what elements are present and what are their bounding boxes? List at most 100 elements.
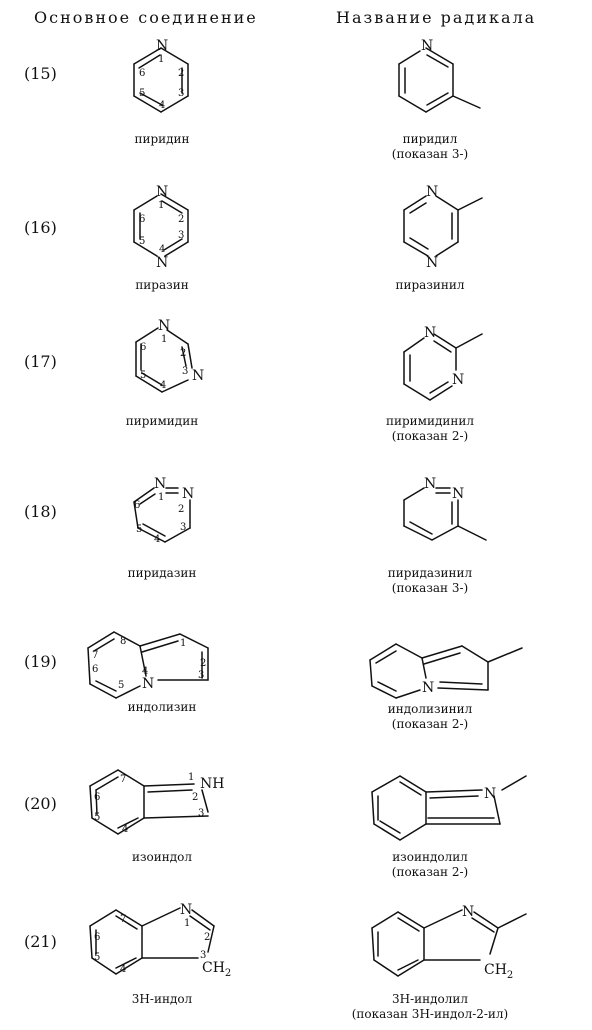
locant-4: 4 [154,534,160,545]
atom-n2: N [452,486,464,502]
locant-4: 4 [160,380,166,391]
locant-3: 3 [198,670,204,681]
atom-n3: N [452,372,464,388]
locant-3: 3 [182,366,188,377]
atom-n1: N [156,184,168,200]
caption-pyridine: пиридин [134,132,190,146]
caption-indolizinyl: индолизинил (показан 2-) [340,702,520,732]
atom-n1: N [426,184,438,200]
structure-pyrimidinyl: N N [403,325,483,401]
locant-2: 2 [178,504,184,515]
locant-3: 3 [200,950,206,961]
structure-indolizinyl: N [369,643,523,699]
locant-2: 2 [180,348,186,359]
structure-isoindole: NH 1 2 3 4 5 6 7 [89,769,224,835]
caption-3h-indolyl-name: 3H-индолил [391,992,468,1006]
row-number-16: (16) [24,218,57,237]
locant-2: 2 [192,792,198,803]
locant-5: 5 [139,88,145,99]
structure-pyridine: N 1 2 3 4 5 6 [133,38,189,113]
locant-5: 5 [118,680,124,691]
locant-1: 1 [180,638,186,649]
caption-3h-indolyl-note: (показан 3H-индол-2-ил) [351,1007,509,1021]
caption-pyridyl: пиридил (показан 3-) [340,132,520,162]
locant-5: 5 [94,952,100,963]
row-number-20: (20) [24,794,57,813]
locant-2: 2 [178,68,184,79]
caption-3h-indole: 3H-индол [131,992,193,1006]
structure-3h-indolyl: N CH2 [371,904,527,981]
atom-n: N [180,902,192,918]
locant-6: 6 [139,68,145,79]
locant-3: 3 [180,522,186,533]
locant-3: 3 [178,230,184,241]
caption-indolizine: индолизин [127,700,197,714]
structure-pyrazinyl: N N [403,184,483,271]
atom-n1: N [158,318,170,334]
row-number-18: (18) [24,502,57,521]
locant-6: 6 [94,932,100,943]
row-number-17: (17) [24,352,57,371]
structure-pyridazine: N N 1 2 3 4 5 6 [133,476,194,545]
row-number-15: (15) [24,64,57,83]
atom-n: N [421,38,433,54]
atom-n1: N [424,476,436,492]
structure-pyrimidine: N N 1 2 3 4 5 6 [135,318,204,393]
locant-6: 6 [94,792,100,803]
caption-indolizinyl-name: индолизинил [387,702,473,716]
caption-indolizinyl-note: (показан 2-) [391,717,469,731]
row-number-19: (19) [24,652,57,671]
caption-isoindolyl: изоиндолил (показан 2-) [340,850,520,880]
locant-4: 4 [122,824,128,835]
caption-pyrazinyl-name: пиразинил [395,278,465,292]
caption-pyridyl-note: (показан 3-) [391,147,469,161]
locant-1: 1 [188,772,194,783]
locant-1: 1 [158,200,164,211]
atom-n4: N [156,255,168,271]
caption-pyrimidinyl-note: (показан 2-) [391,429,469,443]
atom-n1: N [424,325,436,341]
column-header-parent: Основное соединение [34,8,258,27]
locant-6: 6 [134,500,140,511]
atom-n: N [462,904,474,920]
atom-n3: N [192,368,204,384]
locant-4: 4 [120,964,126,975]
caption-pyridazinyl-name: пиридазинил [387,566,473,580]
row-number-21: (21) [24,932,57,951]
atom-ch2: CH2 [484,962,513,981]
column-header-radical: Название радикала [336,8,537,27]
locant-1: 1 [158,54,164,65]
caption-pyrimidine: пиримидин [125,414,199,428]
structure-3h-indole: N CH2 1 2 3 4 5 6 7 [89,902,231,979]
locant-5: 5 [140,370,146,381]
locant-6: 6 [139,214,145,225]
atom-n4: N [426,255,438,271]
structure-indolizine: N 1 2 3 4 5 6 7 8 [87,631,209,699]
locant-5: 5 [94,812,100,823]
atom-n2: N [182,486,194,502]
atom-n1: N [154,476,166,492]
caption-isoindolyl-note: (показан 2-) [391,865,469,879]
locant-8: 8 [120,636,126,647]
locant-2: 2 [200,658,206,669]
atom-n: N [422,680,434,696]
locant-7: 7 [120,914,126,925]
structure-isoindolyl: N [371,775,527,841]
atom-nh: NH [200,776,224,792]
locant-4: 4 [142,666,148,677]
caption-pyrimidinyl: пиримидинил (показан 2-) [340,414,520,444]
locant-4: 4 [159,100,165,111]
caption-3h-indolyl: 3H-индолил (показан 3H-индол-2-ил) [340,992,520,1022]
caption-isoindole: изоиндол [132,850,192,864]
structure-pyridyl: N [398,38,481,113]
caption-pyridazine: пиридазин [127,566,197,580]
locant-6: 6 [140,342,146,353]
atom-ch2: CH2 [202,960,231,979]
locant-2: 2 [204,932,210,943]
structure-pyrazine: N N 1 2 3 4 5 6 [133,184,189,271]
caption-pyrazine: пиразин [135,278,189,292]
locant-4: 4 [159,244,165,255]
caption-pyridazinyl-note: (показан 3-) [391,581,469,595]
locant-5: 5 [136,524,142,535]
locant-6: 6 [92,664,98,675]
